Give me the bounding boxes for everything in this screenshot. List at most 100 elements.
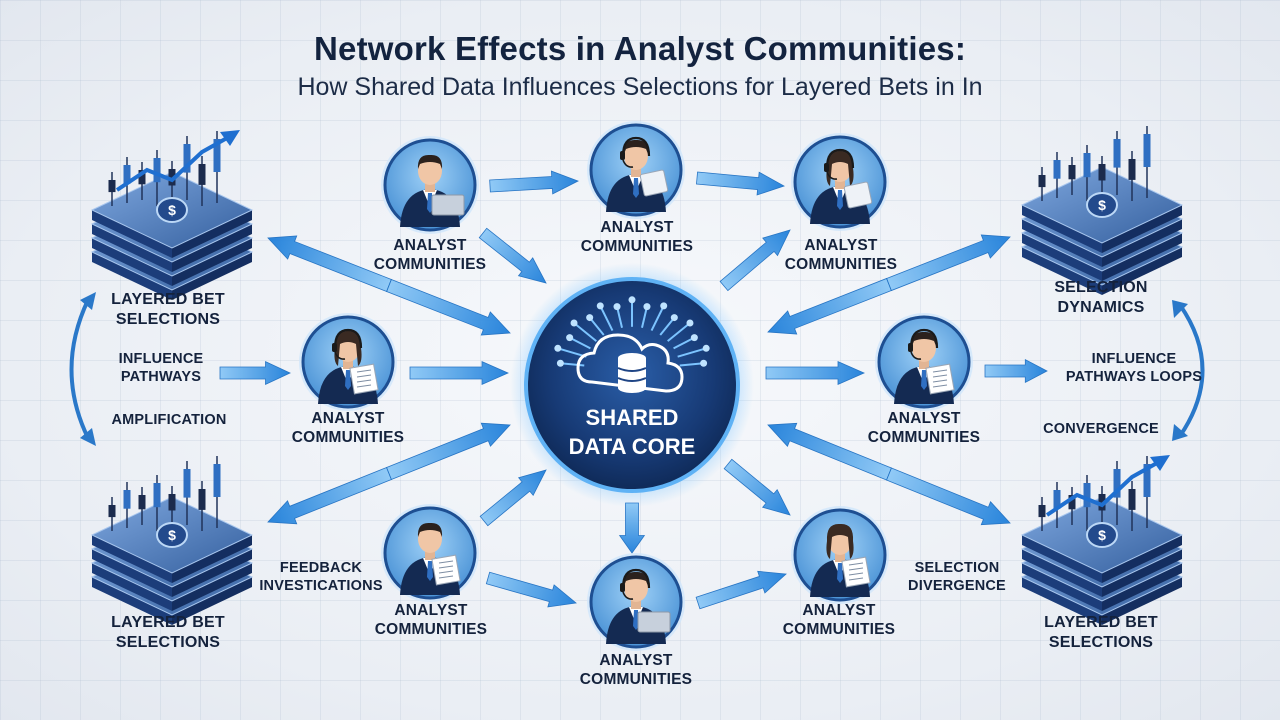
amplification-label: AMPLIFICATION xyxy=(111,412,227,428)
core-ray xyxy=(588,316,605,336)
arrow-analyst7-to-analyst8 xyxy=(695,570,787,610)
candlestick-chart-icon xyxy=(1038,126,1151,201)
connection-arrows xyxy=(219,170,1048,610)
arrow-analyst4-to-core xyxy=(409,360,509,386)
analyst-node-8 xyxy=(791,506,889,604)
tablet-icon xyxy=(843,181,873,209)
trend-arrow-icon xyxy=(115,136,228,192)
arrow-analyst6-to-core xyxy=(479,469,547,527)
core-ray-dot xyxy=(700,359,708,367)
arrow-core-to-analyst3 xyxy=(719,229,791,292)
arrow-core-topright-stack-b xyxy=(886,234,1011,292)
document-icon xyxy=(841,556,871,588)
tablet-icon xyxy=(639,169,669,197)
document-icon xyxy=(349,363,379,395)
candlestick-chart-icon xyxy=(108,456,221,531)
core-ray xyxy=(667,322,691,342)
arrow-core-bottomright-stack-a xyxy=(767,422,892,481)
layered-stack-bottom-right: $ xyxy=(1020,455,1184,625)
layered-stack-top-right: $ xyxy=(1020,126,1184,295)
arrow-core-topleft-stack-b xyxy=(386,278,511,336)
currency-symbol: $ xyxy=(168,527,176,543)
core-ray xyxy=(569,336,591,350)
arrow-core-to-analyst5 xyxy=(765,360,865,386)
arrow-analyst5-to-loops xyxy=(984,358,1048,384)
core-ray xyxy=(599,305,614,331)
analyst-node-4 xyxy=(299,313,397,411)
dollar-coin-icon: $ xyxy=(156,197,188,223)
analyst-node-7 xyxy=(587,553,685,651)
dollar-coin-icon: $ xyxy=(1086,192,1118,218)
core-ray-dot xyxy=(628,296,636,304)
currency-symbol: $ xyxy=(1098,527,1106,543)
arrow-core-topleft-stack-a xyxy=(267,235,392,293)
cloud-database-icon xyxy=(576,333,684,393)
arrow-analyst6-to-analyst7 xyxy=(485,571,577,608)
shared-data-core xyxy=(510,263,754,507)
core-ray-dot xyxy=(570,319,578,327)
laptop-icon xyxy=(431,194,465,216)
arrow-core-bottomright-stack-b xyxy=(886,467,1011,526)
core-ray xyxy=(573,322,597,342)
dollar-coin-icon: $ xyxy=(1086,522,1118,548)
convergence-loop-arrow xyxy=(1172,300,1205,441)
core-ray xyxy=(659,316,676,336)
core-ray-dot xyxy=(660,302,668,310)
arrow-core-to-analyst8 xyxy=(723,458,791,516)
data-burst-icon xyxy=(554,296,710,367)
layered-stack-bottom-left: $ xyxy=(90,456,254,625)
core-ray xyxy=(641,306,648,328)
arrow-core-bottomleft-stack-a xyxy=(267,466,392,525)
dollar-coin-icon: $ xyxy=(156,522,188,548)
core-ray xyxy=(679,362,704,367)
core-ray-dot xyxy=(556,359,564,367)
document-icon xyxy=(431,554,461,586)
core-ray xyxy=(673,336,695,350)
core-ray-dot xyxy=(566,334,574,342)
analyst-node-2 xyxy=(587,121,685,219)
document-icon xyxy=(925,363,955,395)
arrow-core-bottomleft-stack-b xyxy=(386,422,511,481)
amplification-loop-arrow xyxy=(69,292,96,446)
arrow-analyst2-to-analyst3 xyxy=(696,171,785,196)
laptop-icon xyxy=(637,611,671,633)
analyst-person-icon xyxy=(894,328,954,404)
arrow-analyst1-to-core xyxy=(478,227,547,284)
currency-symbol: $ xyxy=(1098,197,1106,213)
core-ray xyxy=(557,347,587,358)
arrow-pathways-to-analyst4 xyxy=(219,360,291,386)
core-ray xyxy=(650,305,665,331)
core-ray-dot xyxy=(702,344,710,352)
core-ray-dot xyxy=(596,302,604,310)
arrow-core-topright-stack-a xyxy=(767,277,892,335)
analyst-node-1 xyxy=(381,136,479,234)
core-ray-dot xyxy=(670,314,678,322)
convergence-label: CONVERGENCE xyxy=(1043,421,1159,437)
core-ray xyxy=(616,306,623,328)
core-ray-dot xyxy=(690,334,698,342)
analyst-node-5 xyxy=(875,313,973,411)
core-ray-dot xyxy=(586,314,594,322)
arrow-core-down xyxy=(618,502,646,554)
core-ray-dot xyxy=(554,344,562,352)
arrow-analyst1-to-analyst2 xyxy=(489,170,579,195)
core-ray xyxy=(677,347,707,358)
layered-stack-top-left: $ xyxy=(90,130,254,300)
page-title: Network Effects in Analyst Communities: xyxy=(313,30,967,67)
trend-arrow-icon xyxy=(1045,461,1158,517)
core-ray-dot xyxy=(613,303,621,311)
